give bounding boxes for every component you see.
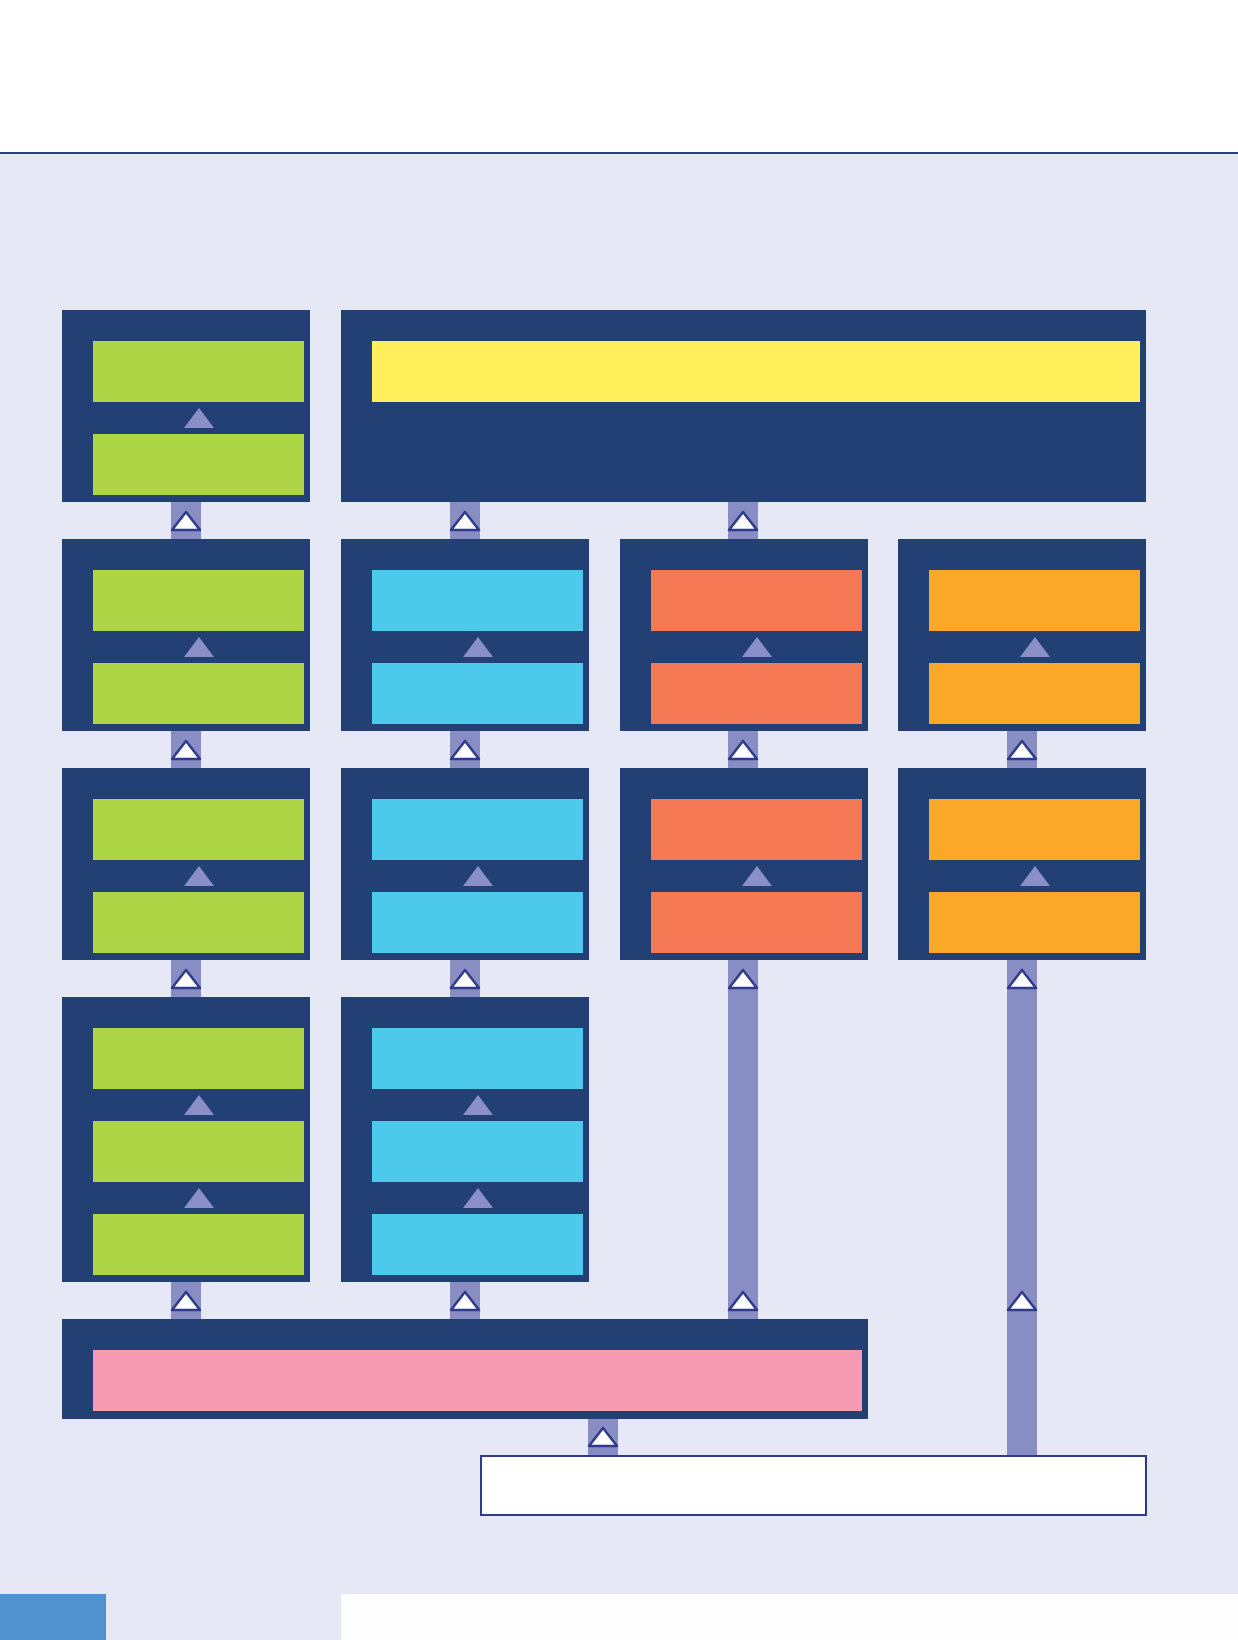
module-cell[interactable]	[372, 892, 583, 953]
outlined-triangle-up-icon	[727, 739, 759, 761]
outlined-triangle-up-icon	[1006, 968, 1038, 990]
outlined-triangle-up-icon	[727, 968, 759, 990]
triangle-up-icon	[183, 1095, 214, 1115]
module-cell[interactable]	[93, 663, 304, 724]
outlined-triangle-up-icon	[449, 968, 481, 990]
module-cell[interactable]	[372, 341, 1140, 402]
triangle-up-icon	[462, 1095, 493, 1115]
module-m10[interactable]	[898, 768, 1146, 960]
module-cell[interactable]	[93, 1350, 862, 1411]
module-cell[interactable]	[651, 663, 862, 724]
module-m9[interactable]	[620, 768, 868, 960]
triangle-up-icon	[183, 1188, 214, 1208]
triangle-up-icon	[741, 637, 772, 657]
module-m8[interactable]	[341, 768, 589, 960]
module-m2[interactable]	[341, 310, 1146, 502]
triangle-up-icon	[462, 637, 493, 657]
outlined-triangle-up-icon	[170, 1290, 202, 1312]
module-cell[interactable]	[372, 1121, 583, 1182]
module-cell[interactable]	[93, 892, 304, 953]
module-m5[interactable]	[620, 539, 868, 731]
triangle-up-icon	[1019, 637, 1050, 657]
module-cell[interactable]	[651, 892, 862, 953]
triangle-up-icon	[1019, 866, 1050, 886]
module-m6[interactable]	[898, 539, 1146, 731]
outlined-triangle-up-icon	[727, 1290, 759, 1312]
outlined-triangle-up-icon	[449, 1290, 481, 1312]
module-m4[interactable]	[341, 539, 589, 731]
module-cell[interactable]	[651, 570, 862, 631]
base-box-label	[482, 1457, 1145, 1514]
module-cell[interactable]	[93, 1028, 304, 1089]
outlined-triangle-up-icon	[587, 1426, 619, 1448]
module-m11[interactable]	[62, 997, 310, 1282]
module-cell[interactable]	[372, 570, 583, 631]
module-cell[interactable]	[93, 434, 304, 495]
module-cell[interactable]	[93, 1121, 304, 1182]
outlined-triangle-up-icon	[170, 510, 202, 532]
triangle-up-icon	[183, 408, 214, 428]
module-cell[interactable]	[372, 799, 583, 860]
module-cell[interactable]	[929, 570, 1140, 631]
module-cell[interactable]	[372, 1028, 583, 1089]
base-box[interactable]	[480, 1455, 1147, 1516]
module-cell[interactable]	[372, 1214, 583, 1275]
outlined-triangle-up-icon	[170, 739, 202, 761]
triangle-up-icon	[462, 1188, 493, 1208]
outlined-triangle-up-icon	[170, 968, 202, 990]
outlined-triangle-up-icon	[1006, 739, 1038, 761]
module-cell[interactable]	[929, 663, 1140, 724]
outlined-triangle-up-icon	[727, 510, 759, 532]
module-cell[interactable]	[929, 799, 1140, 860]
connector-band	[1007, 960, 1037, 1455]
triangle-up-icon	[462, 866, 493, 886]
footer-tab	[0, 1594, 106, 1640]
triangle-up-icon	[183, 866, 214, 886]
module-cell[interactable]	[93, 570, 304, 631]
module-cell[interactable]	[93, 341, 304, 402]
header-divider	[0, 152, 1238, 154]
module-m12[interactable]	[341, 997, 589, 1282]
footer-bar	[341, 1594, 1238, 1640]
triangle-up-icon	[183, 637, 214, 657]
outlined-triangle-up-icon	[449, 510, 481, 532]
outlined-triangle-up-icon	[1006, 1290, 1038, 1312]
connector-band	[728, 960, 758, 1319]
module-cell[interactable]	[93, 799, 304, 860]
module-cell[interactable]	[651, 799, 862, 860]
module-cell[interactable]	[372, 663, 583, 724]
module-m13[interactable]	[62, 1319, 868, 1419]
module-cell[interactable]	[929, 892, 1140, 953]
triangle-up-icon	[741, 866, 772, 886]
module-cell[interactable]	[93, 1214, 304, 1275]
module-m3[interactable]	[62, 539, 310, 731]
outlined-triangle-up-icon	[449, 739, 481, 761]
module-m1[interactable]	[62, 310, 310, 502]
module-m7[interactable]	[62, 768, 310, 960]
